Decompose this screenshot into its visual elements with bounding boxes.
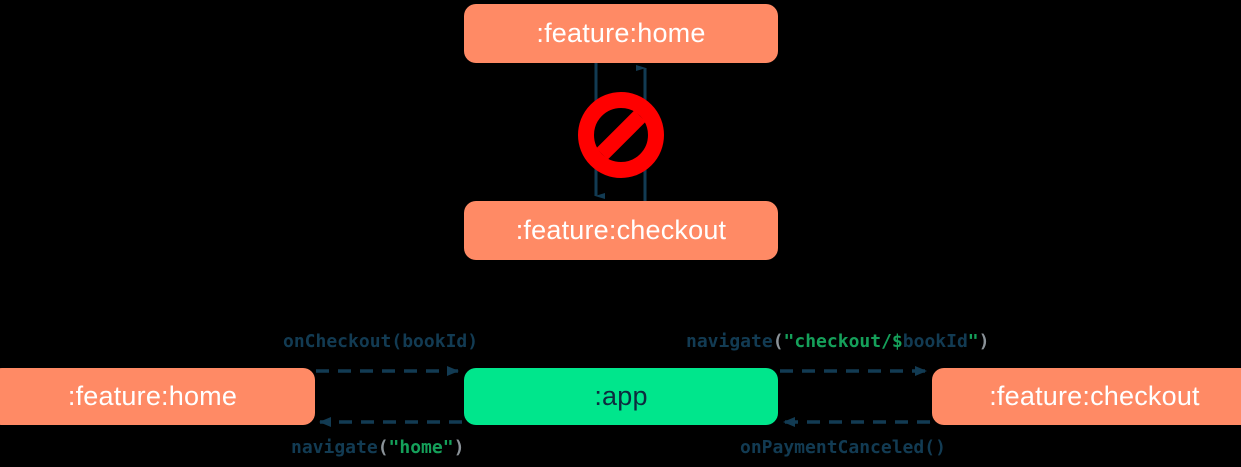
- code-token-paren-open: (: [391, 331, 403, 352]
- code-token-dollar: $: [891, 331, 903, 352]
- code-token-function: navigate: [686, 331, 773, 352]
- code-token-string-tail: ": [967, 331, 979, 352]
- code-token-function: onPaymentCanceled(): [740, 437, 946, 458]
- node-feature-checkout-top[interactable]: :feature:checkout: [464, 201, 778, 260]
- code-token-argument: bookId: [902, 331, 968, 352]
- edge-label-on-checkout: onCheckout(bookId): [283, 333, 478, 351]
- node-feature-home-bottom[interactable]: :feature:home: [0, 368, 315, 425]
- code-token-string: "home": [388, 437, 454, 458]
- node-app[interactable]: :app: [464, 368, 778, 425]
- code-token-argument: bookId: [402, 331, 468, 352]
- code-token-paren-close: ): [978, 331, 990, 352]
- code-token-paren-close: ): [467, 331, 479, 352]
- edge-label-on-payment-canceled: onPaymentCanceled(): [740, 439, 946, 457]
- node-label: :feature:checkout: [515, 215, 727, 245]
- node-label: :feature:home: [67, 381, 238, 411]
- code-token-paren-open: (: [772, 331, 784, 352]
- code-token-function: navigate: [291, 437, 378, 458]
- node-feature-checkout-bottom[interactable]: :feature:checkout: [932, 368, 1241, 425]
- no-entry-icon: [578, 92, 664, 178]
- node-label: :feature:home: [536, 18, 706, 48]
- node-label: :feature:checkout: [989, 381, 1200, 411]
- code-token-paren-open: (: [377, 437, 389, 458]
- node-feature-home-top[interactable]: :feature:home: [464, 4, 778, 63]
- code-token-paren-close: ): [453, 437, 465, 458]
- edge-label-navigate-home: navigate("home"): [291, 439, 464, 457]
- edge-label-navigate-checkout: navigate("checkout/$bookId"): [686, 333, 989, 351]
- node-label: :app: [594, 381, 648, 411]
- code-token-function: onCheckout: [283, 331, 392, 352]
- code-token-string-head: "checkout/: [783, 331, 892, 352]
